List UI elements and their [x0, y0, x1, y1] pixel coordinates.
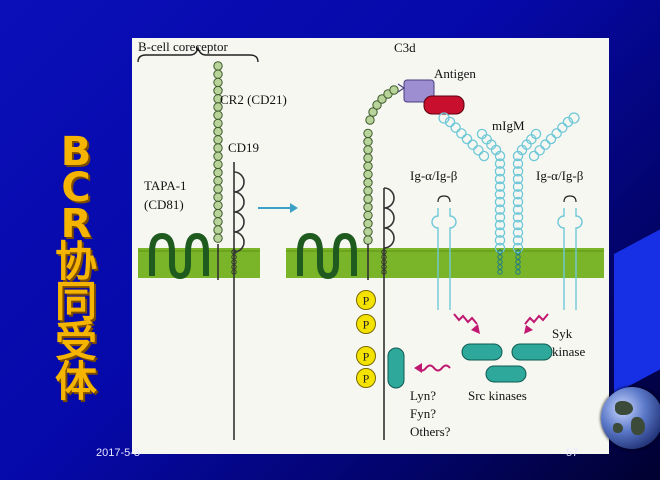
- label-src-kinases: Src kinases: [468, 388, 527, 403]
- globe-icon: [601, 387, 660, 449]
- label-lyn: Lyn?: [410, 388, 436, 403]
- kinase-blob-2: [511, 343, 553, 361]
- svg-text:P: P: [363, 350, 370, 364]
- transition-arrow: [258, 203, 298, 213]
- title-char-xie: 协: [54, 237, 97, 286]
- tapa1-right: [297, 232, 357, 280]
- label-others: Others?: [410, 424, 451, 439]
- svg-text:P: P: [363, 372, 370, 386]
- label-ig-ab-right: Ig-α/Ig-β: [536, 168, 584, 183]
- cr2-left: [213, 61, 223, 280]
- label-ig-ab-left: Ig-α/Ig-β: [410, 168, 458, 183]
- syk-arrow-right: [524, 313, 549, 325]
- label-b-cell-coreceptor: B-cell coreceptor: [138, 39, 229, 54]
- label-fyn: Fyn?: [410, 406, 436, 421]
- coreceptor-brace: [137, 45, 259, 63]
- title-char-tong: 同: [54, 277, 97, 326]
- label-cd81: (CD81): [144, 197, 184, 212]
- label-antigen: Antigen: [434, 66, 476, 81]
- title-char-b: B: [60, 129, 92, 175]
- label-syk: Syk: [552, 326, 573, 341]
- kinase-blob-3: [485, 365, 527, 383]
- lyn-wavy-arrow: [417, 364, 451, 372]
- decorative-shape: [614, 222, 660, 394]
- svg-text:P: P: [363, 294, 370, 308]
- label-tapa1: TAPA-1: [144, 178, 187, 193]
- c3d-block: [403, 79, 435, 103]
- cr2-right: [363, 85, 399, 280]
- antigen: [423, 95, 465, 115]
- label-cd19: CD19: [228, 140, 259, 155]
- migm-complex: [431, 112, 583, 310]
- slide-page-number: 57: [566, 447, 579, 459]
- membrane-left: [138, 248, 260, 278]
- kinase-blob-1: [461, 343, 503, 361]
- slide-title: B C R 协 同 受 体: [46, 129, 106, 406]
- label-c3d: C3d: [394, 40, 416, 55]
- tapa1-left: [149, 232, 209, 280]
- slide-date: 2017-5-3: [96, 447, 141, 459]
- title-char-c: C: [61, 165, 91, 211]
- label-migm: mIgM: [492, 118, 525, 133]
- title-char-shou: 受: [54, 317, 97, 366]
- label-cr2: CR2 (CD21): [220, 92, 287, 107]
- svg-text:P: P: [363, 318, 370, 332]
- title-char-r: R: [60, 201, 92, 247]
- cd19-left: [231, 162, 245, 440]
- lyn-kinase: [387, 347, 405, 389]
- label-kinase: kinase: [552, 344, 585, 359]
- cd19-right: [381, 187, 395, 440]
- syk-arrow-left: [453, 313, 478, 325]
- title-char-ti: 体: [54, 357, 97, 406]
